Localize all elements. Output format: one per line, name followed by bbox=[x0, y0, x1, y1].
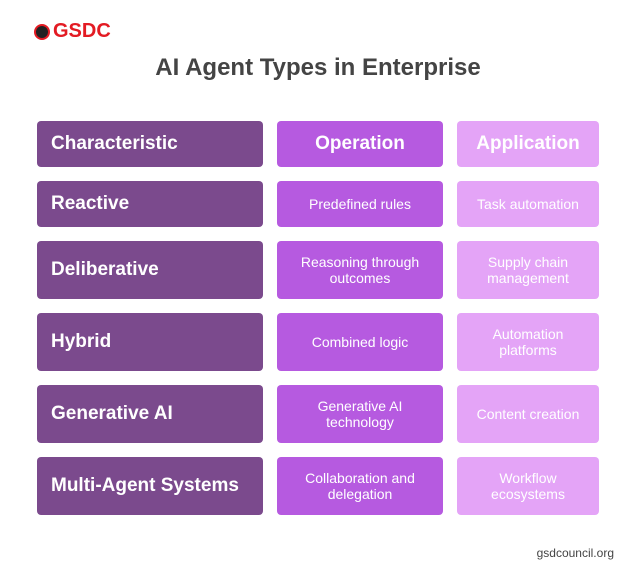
row-type: Hybrid bbox=[37, 313, 263, 371]
row-operation: Generative AI technology bbox=[277, 385, 443, 443]
header-operation: Operation bbox=[277, 121, 443, 167]
gsdc-logo: GSDC bbox=[34, 20, 111, 43]
row-type: Multi-Agent Systems bbox=[37, 457, 263, 515]
page-title: AI Agent Types in Enterprise bbox=[155, 54, 481, 81]
header-application: Application bbox=[457, 121, 599, 167]
row-application: Workflow ecosystems bbox=[457, 457, 599, 515]
row-application: Supply chain management bbox=[457, 241, 599, 299]
footer-url: gsdcouncil.org bbox=[536, 546, 614, 560]
globe-icon bbox=[34, 23, 50, 40]
row-operation: Predefined rules bbox=[277, 181, 443, 227]
row-operation: Reasoning through outcomes bbox=[277, 241, 443, 299]
row-operation: Combined logic bbox=[277, 313, 443, 371]
row-type: Deliberative bbox=[37, 241, 263, 299]
row-operation: Collaboration and delegation bbox=[277, 457, 443, 515]
row-type: Reactive bbox=[37, 181, 263, 227]
row-application: Task automation bbox=[457, 181, 599, 227]
row-application: Content creation bbox=[457, 385, 599, 443]
logo-text: GSDC bbox=[53, 20, 111, 42]
row-type: Generative AI bbox=[37, 385, 263, 443]
row-application: Automation platforms bbox=[457, 313, 599, 371]
header-characteristic: Characteristic bbox=[37, 121, 263, 167]
